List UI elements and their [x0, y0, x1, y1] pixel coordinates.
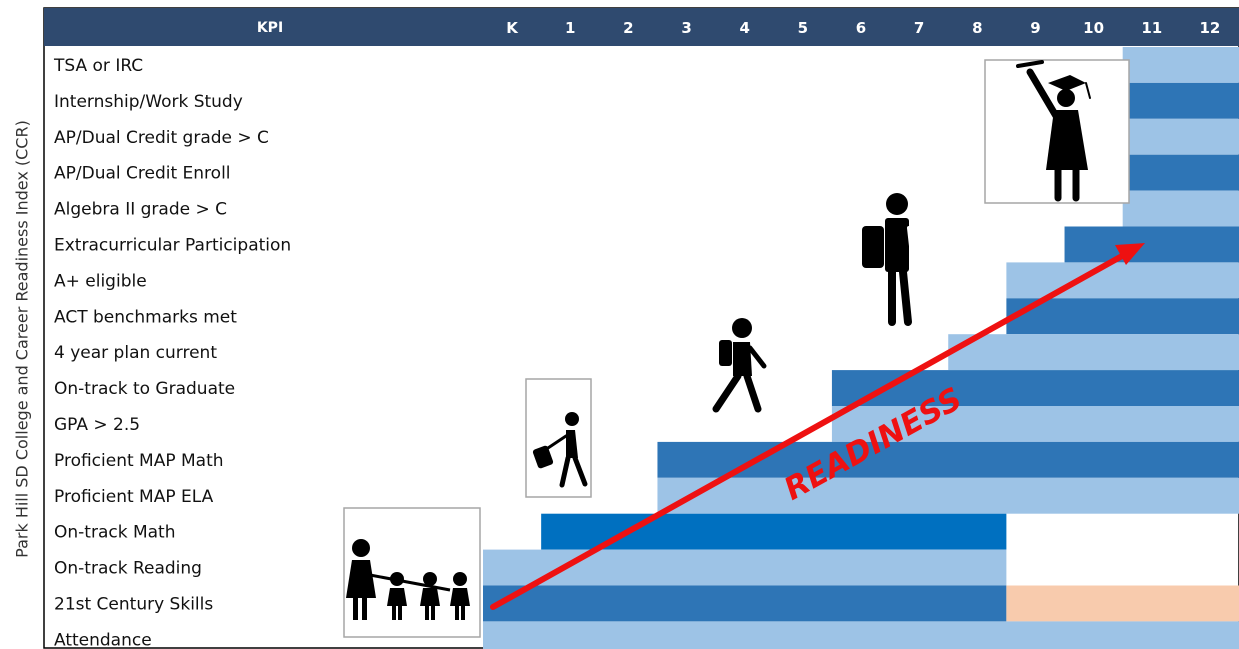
- kpi-bar: [831, 406, 1239, 442]
- kpi-label: On-track Math: [54, 523, 175, 543]
- kpi-label: 4 year plan current: [54, 343, 217, 363]
- graduate-icon: [1016, 60, 1091, 202]
- kpi-bar: [1006, 298, 1239, 335]
- kpi-label: 21st Century Skills: [54, 594, 213, 614]
- student-standing-icon: [862, 193, 915, 326]
- kpi-label: Attendance: [54, 630, 152, 649]
- family-icon: [346, 539, 470, 620]
- kpi-label: Proficient MAP ELA: [54, 487, 214, 507]
- student-backpack-icon: [532, 412, 588, 488]
- header-kpi-label: KPI: [257, 20, 283, 36]
- grade-header-2: 2: [623, 19, 633, 37]
- kpi-bar: [483, 585, 1007, 622]
- kpi-bar: [657, 441, 1239, 478]
- kpi-bar: [831, 370, 1239, 406]
- grade-header-7: 7: [914, 19, 924, 37]
- grade-header-9: 9: [1030, 19, 1040, 37]
- kpi-bar: [1122, 118, 1239, 155]
- kpi-label: ACT benchmarks met: [54, 307, 237, 327]
- kpi-bar: [541, 513, 1007, 550]
- grade-header-11: 11: [1141, 19, 1162, 37]
- grade-header-6: 6: [856, 19, 866, 37]
- grade-header-K: K: [506, 19, 519, 37]
- grade-header-12: 12: [1199, 19, 1220, 37]
- kpi-bar-extra: [1006, 585, 1239, 622]
- readiness-arrow: [490, 248, 1134, 610]
- kpi-label: AP/Dual Credit grade > C: [54, 128, 269, 148]
- kpi-bar: [1006, 262, 1239, 299]
- grade-header-8: 8: [972, 19, 982, 37]
- kpi-label: On-track to Graduate: [54, 379, 235, 399]
- kpi-bar: [483, 621, 1239, 649]
- kpi-bar: [1122, 47, 1239, 83]
- header-bar: [44, 8, 1239, 46]
- readiness-arrow-head: [1115, 243, 1145, 265]
- kpi-label: Internship/Work Study: [54, 92, 243, 112]
- grade-header-1: 1: [565, 19, 575, 37]
- kpi-label: AP/Dual Credit Enroll: [54, 164, 231, 184]
- kpi-bar: [1064, 226, 1239, 263]
- grade-header-10: 10: [1083, 19, 1104, 37]
- kpi-bar: [1122, 82, 1239, 119]
- kpi-label: Extracurricular Participation: [54, 235, 291, 255]
- kpi-bar: [948, 334, 1239, 371]
- kpi-label: GPA > 2.5: [54, 415, 140, 435]
- kpi-label: TSA or IRC: [53, 56, 143, 76]
- student-walking-icon: [712, 318, 767, 413]
- grade-header-4: 4: [739, 19, 749, 37]
- kpi-bar: [1122, 190, 1239, 227]
- kpi-bar: [483, 549, 1007, 586]
- kpi-label: Algebra II grade > C: [54, 200, 227, 220]
- kpi-label: On-track Reading: [54, 559, 202, 579]
- kpi-label: Proficient MAP Math: [54, 451, 224, 471]
- kpi-bar: [1122, 154, 1239, 191]
- kpi-bar: [657, 477, 1239, 514]
- grade-header-3: 3: [681, 19, 691, 37]
- kpi-label: A+ eligible: [54, 271, 147, 291]
- grade-header-5: 5: [798, 19, 808, 37]
